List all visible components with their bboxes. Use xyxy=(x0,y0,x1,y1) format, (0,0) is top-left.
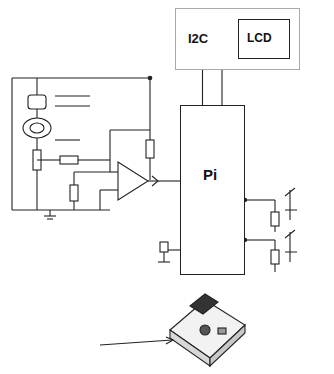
node-label: LCD xyxy=(247,31,272,45)
node-label: Pi xyxy=(203,166,217,183)
sensor-module xyxy=(100,294,245,366)
node-label: I2C xyxy=(188,31,208,46)
antenna-symbol xyxy=(158,242,180,262)
sensor-circuit xyxy=(12,76,180,219)
bus-box: I2C LCD xyxy=(175,8,300,70)
bus-wire xyxy=(221,70,222,105)
relay-outputs xyxy=(243,188,297,272)
display-box: LCD xyxy=(238,19,290,59)
bus-wire xyxy=(202,70,203,105)
controller-box: Pi xyxy=(180,105,245,275)
